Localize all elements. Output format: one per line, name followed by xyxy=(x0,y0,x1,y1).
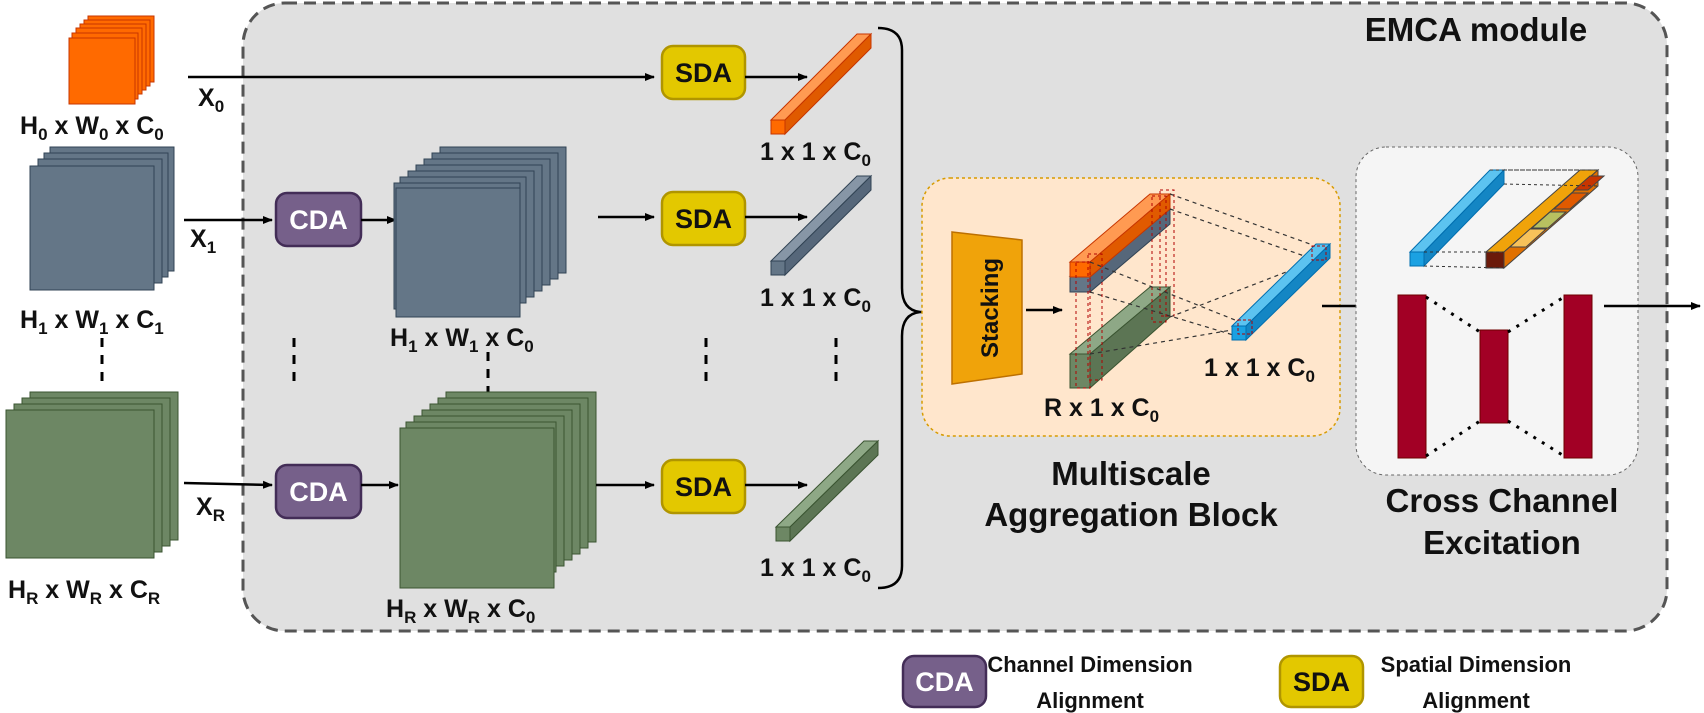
input-xr-dims: HR x WR x CR xyxy=(8,576,160,608)
aligned-1-dims: H1 x W1 x C0 xyxy=(390,324,534,356)
excitation-bottleneck xyxy=(1397,294,1593,459)
legend-sda-line1: Spatial Dimension xyxy=(1381,652,1572,677)
xr-label: XR xyxy=(196,493,225,525)
legend-sda-swatch: SDA xyxy=(1278,654,1365,709)
input-x0-dims: H0 x W0 x C0 xyxy=(20,112,164,144)
module-title: EMCA module xyxy=(1365,11,1587,48)
vector-r xyxy=(774,439,880,543)
vector-0-dims: 1 x 1 x C0 xyxy=(760,138,871,170)
excitation-title-line1: Cross Channel xyxy=(1386,482,1619,519)
x0-label: X0 xyxy=(198,84,224,116)
aligned-r-dims: HR x WR x C0 xyxy=(386,595,535,627)
input-stack-xr xyxy=(5,391,179,559)
cda-button-1[interactable]: CDA xyxy=(274,191,363,248)
vector-1-dims: 1 x 1 x C0 xyxy=(760,284,871,316)
excitation-title-line2: Excitation xyxy=(1423,524,1581,561)
legend-cda-line2: Alignment xyxy=(1036,688,1144,713)
svg-text:CDA: CDA xyxy=(915,667,974,697)
excitation-weights-vector xyxy=(1484,168,1606,270)
excitation-input-vector xyxy=(1408,168,1506,268)
stacked-dims: R x 1 x C0 xyxy=(1044,394,1159,426)
aggregated-vector xyxy=(1230,242,1332,342)
cda-button-r[interactable]: CDA xyxy=(274,463,363,520)
sda-button-1[interactable]: SDA xyxy=(660,190,747,247)
input-stack-x1 xyxy=(29,146,175,291)
legend-sda-line2: Alignment xyxy=(1422,688,1530,713)
vector-1 xyxy=(769,174,873,277)
sda-button-0[interactable]: SDA xyxy=(660,44,747,101)
vector-r-dims: 1 x 1 x C0 xyxy=(760,554,871,586)
input-x1-dims: H1 x W1 x C1 xyxy=(20,306,164,338)
aggregated-dims: 1 x 1 x C0 xyxy=(1204,354,1315,386)
stacking-block: Stacking xyxy=(951,231,1023,385)
projection-lines xyxy=(1089,193,1313,355)
svg-text:CDA: CDA xyxy=(289,205,348,235)
vector-0 xyxy=(769,32,873,136)
x1-label: X1 xyxy=(190,225,216,257)
svg-text:CDA: CDA xyxy=(289,477,348,507)
aligned-stack-1 xyxy=(393,146,567,318)
svg-text:SDA: SDA xyxy=(675,472,732,502)
input-stack-x0 xyxy=(68,15,155,105)
svg-text:SDA: SDA xyxy=(675,204,732,234)
svg-text:SDA: SDA xyxy=(1293,667,1350,697)
svg-text:Stacking: Stacking xyxy=(977,258,1004,358)
aggregation-title-line2: Aggregation Block xyxy=(984,496,1278,533)
sda-button-r[interactable]: SDA xyxy=(660,458,747,515)
legend-cda-line1: Channel Dimension xyxy=(987,652,1192,677)
excitation-mapping-lines xyxy=(1423,169,1599,269)
svg-text:SDA: SDA xyxy=(675,58,732,88)
aligned-stack-r xyxy=(399,391,597,589)
aggregation-title-line1: Multiscale xyxy=(1051,455,1211,492)
stacked-vectors xyxy=(1068,189,1175,390)
arrow-xr-to-cda xyxy=(183,480,273,489)
legend-cda-swatch: CDA xyxy=(901,654,988,709)
